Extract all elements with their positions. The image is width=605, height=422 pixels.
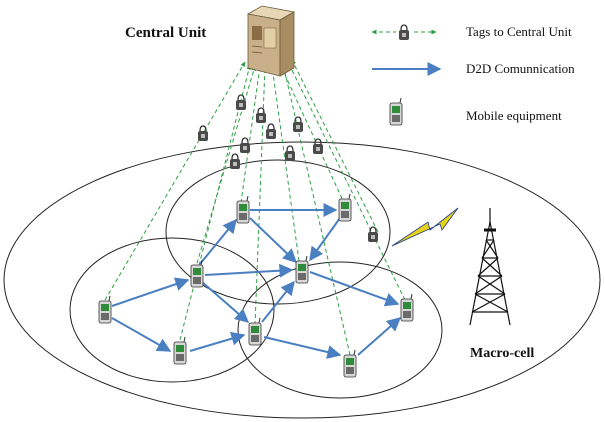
d2d-arrow [189, 331, 246, 352]
small-cell-top [165, 159, 391, 305]
legend: Tags to Central Unit D2D Comunnication M… [371, 24, 575, 126]
d2d-arrow [249, 217, 298, 263]
d2d-arrow [309, 271, 400, 307]
d2d-arrow [201, 281, 250, 323]
tag-line [254, 65, 268, 326]
padlock-tag-icon [235, 94, 247, 111]
d2d-arrow [261, 280, 295, 323]
server-icon [246, 5, 296, 77]
cell-tower-icon [469, 208, 511, 326]
d2d-arrow [263, 336, 342, 359]
tag-line [239, 65, 262, 211]
padlock-tag-icon [284, 145, 296, 162]
mobile-phone-icon [190, 259, 204, 288]
padlock-tag-icon [255, 107, 267, 124]
padlock-tag-icon [265, 123, 277, 140]
legend-tags-label: Tags to Central Unit [466, 24, 572, 39]
mobile-phone-icon [236, 195, 250, 224]
tag-line [279, 63, 346, 206]
mobile-phone-icon [295, 255, 309, 284]
tag-line [287, 61, 406, 301]
padlock-tag-icon [292, 116, 304, 133]
mobile-phone-icon [389, 97, 403, 126]
cell-outlines [3, 141, 601, 419]
padlock-tag-icon [312, 138, 324, 155]
d2d-links [111, 203, 402, 359]
mobile-phone-icon [173, 336, 187, 365]
macro-cell-boundary [3, 141, 601, 419]
d2d-arrow [309, 217, 341, 262]
macro-cell-label: Macro-cell [470, 346, 534, 361]
tag-line [104, 61, 246, 301]
tag-line [194, 65, 257, 271]
padlock-tag-icon [229, 153, 241, 170]
lightning-bolt-icon [391, 207, 459, 247]
padlock-tag-icon [239, 137, 251, 154]
small-cell-right [237, 261, 443, 399]
d2d-arrow [111, 277, 190, 307]
tag-lines [104, 59, 406, 356]
mobile-phone-icon [338, 193, 352, 222]
legend-mobile-label: Mobile equipment [466, 108, 562, 123]
legend-d2d-label: D2D Comunnication [466, 61, 575, 76]
d2d-arrow [204, 263, 294, 278]
d2d-arrow [111, 317, 172, 352]
small-cell-left [69, 237, 275, 383]
mobile-phone-icon [98, 295, 112, 324]
mobile-phone-icon [400, 293, 414, 322]
tag-line [270, 65, 301, 269]
d2d-arrow [199, 218, 237, 265]
tag-line [291, 59, 379, 233]
d2d-arrow [357, 317, 402, 356]
central-unit-label: Central Unit [125, 25, 206, 41]
